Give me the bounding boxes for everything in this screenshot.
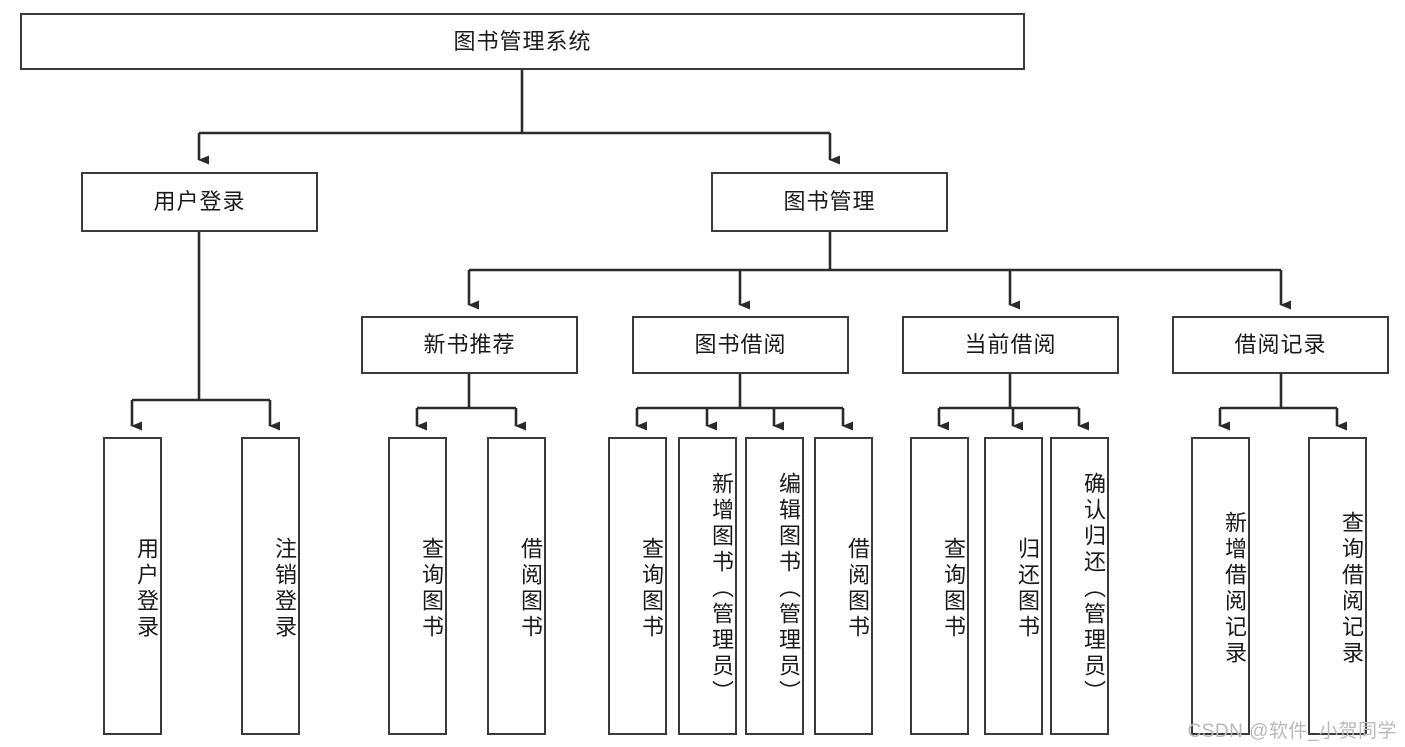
node-leaf-query-book-1[interactable]: 查询图书 bbox=[388, 437, 447, 735]
node-leaf-user-logout-label: 注销登录 bbox=[272, 537, 297, 641]
node-new-book-rec[interactable]: 新书推荐 bbox=[361, 316, 578, 374]
node-leaf-borrow-book-2[interactable]: 借阅图书 bbox=[814, 437, 873, 735]
node-leaf-borrow-book-1-label: 借阅图书 bbox=[518, 537, 543, 641]
node-leaf-confirm-return[interactable]: 确认归还（管理员） bbox=[1050, 437, 1109, 735]
node-leaf-borrow-book-2-label: 借阅图书 bbox=[845, 537, 870, 641]
node-root-label: 图书管理系统 bbox=[453, 28, 592, 54]
node-leaf-add-record-label: 新增借阅记录 bbox=[1222, 511, 1247, 667]
node-user-login-label: 用户登录 bbox=[153, 189, 246, 215]
node-leaf-user-login[interactable]: 用户登录 bbox=[103, 437, 162, 735]
node-leaf-query-record[interactable]: 查询借阅记录 bbox=[1308, 437, 1367, 735]
node-book-borrow-label: 图书借阅 bbox=[694, 332, 787, 358]
node-leaf-return-book[interactable]: 归还图书 bbox=[984, 437, 1043, 735]
node-leaf-borrow-book-1[interactable]: 借阅图书 bbox=[487, 437, 546, 735]
node-leaf-add-book-label: 新增图书（管理员） bbox=[709, 472, 734, 706]
node-leaf-edit-book-label: 编辑图书（管理员） bbox=[776, 472, 801, 706]
node-book-borrow[interactable]: 图书借阅 bbox=[632, 316, 849, 374]
node-user-login[interactable]: 用户登录 bbox=[81, 172, 318, 232]
node-leaf-confirm-return-label: 确认归还（管理员） bbox=[1081, 472, 1106, 706]
node-new-book-rec-label: 新书推荐 bbox=[423, 332, 516, 358]
node-leaf-query-record-label: 查询借阅记录 bbox=[1339, 511, 1364, 667]
node-leaf-add-book[interactable]: 新增图书（管理员） bbox=[678, 437, 737, 735]
node-borrow-record-label: 借阅记录 bbox=[1234, 332, 1327, 358]
node-leaf-query-book-3[interactable]: 查询图书 bbox=[910, 437, 969, 735]
node-leaf-query-book-2-label: 查询图书 bbox=[639, 537, 664, 641]
node-leaf-return-book-label: 归还图书 bbox=[1015, 537, 1040, 641]
node-book-manage-label: 图书管理 bbox=[783, 189, 876, 215]
node-book-manage[interactable]: 图书管理 bbox=[711, 172, 948, 232]
node-leaf-query-book-2[interactable]: 查询图书 bbox=[608, 437, 667, 735]
node-leaf-query-book-1-label: 查询图书 bbox=[419, 537, 444, 641]
node-leaf-user-login-label: 用户登录 bbox=[134, 537, 159, 641]
node-current-borrow-label: 当前借阅 bbox=[964, 332, 1057, 358]
node-borrow-record[interactable]: 借阅记录 bbox=[1172, 316, 1389, 374]
node-leaf-query-book-3-label: 查询图书 bbox=[941, 537, 966, 641]
node-current-borrow[interactable]: 当前借阅 bbox=[902, 316, 1119, 374]
node-root[interactable]: 图书管理系统 bbox=[20, 13, 1025, 70]
node-leaf-user-logout[interactable]: 注销登录 bbox=[241, 437, 300, 735]
node-leaf-add-record[interactable]: 新增借阅记录 bbox=[1191, 437, 1250, 735]
node-leaf-edit-book[interactable]: 编辑图书（管理员） bbox=[745, 437, 804, 735]
